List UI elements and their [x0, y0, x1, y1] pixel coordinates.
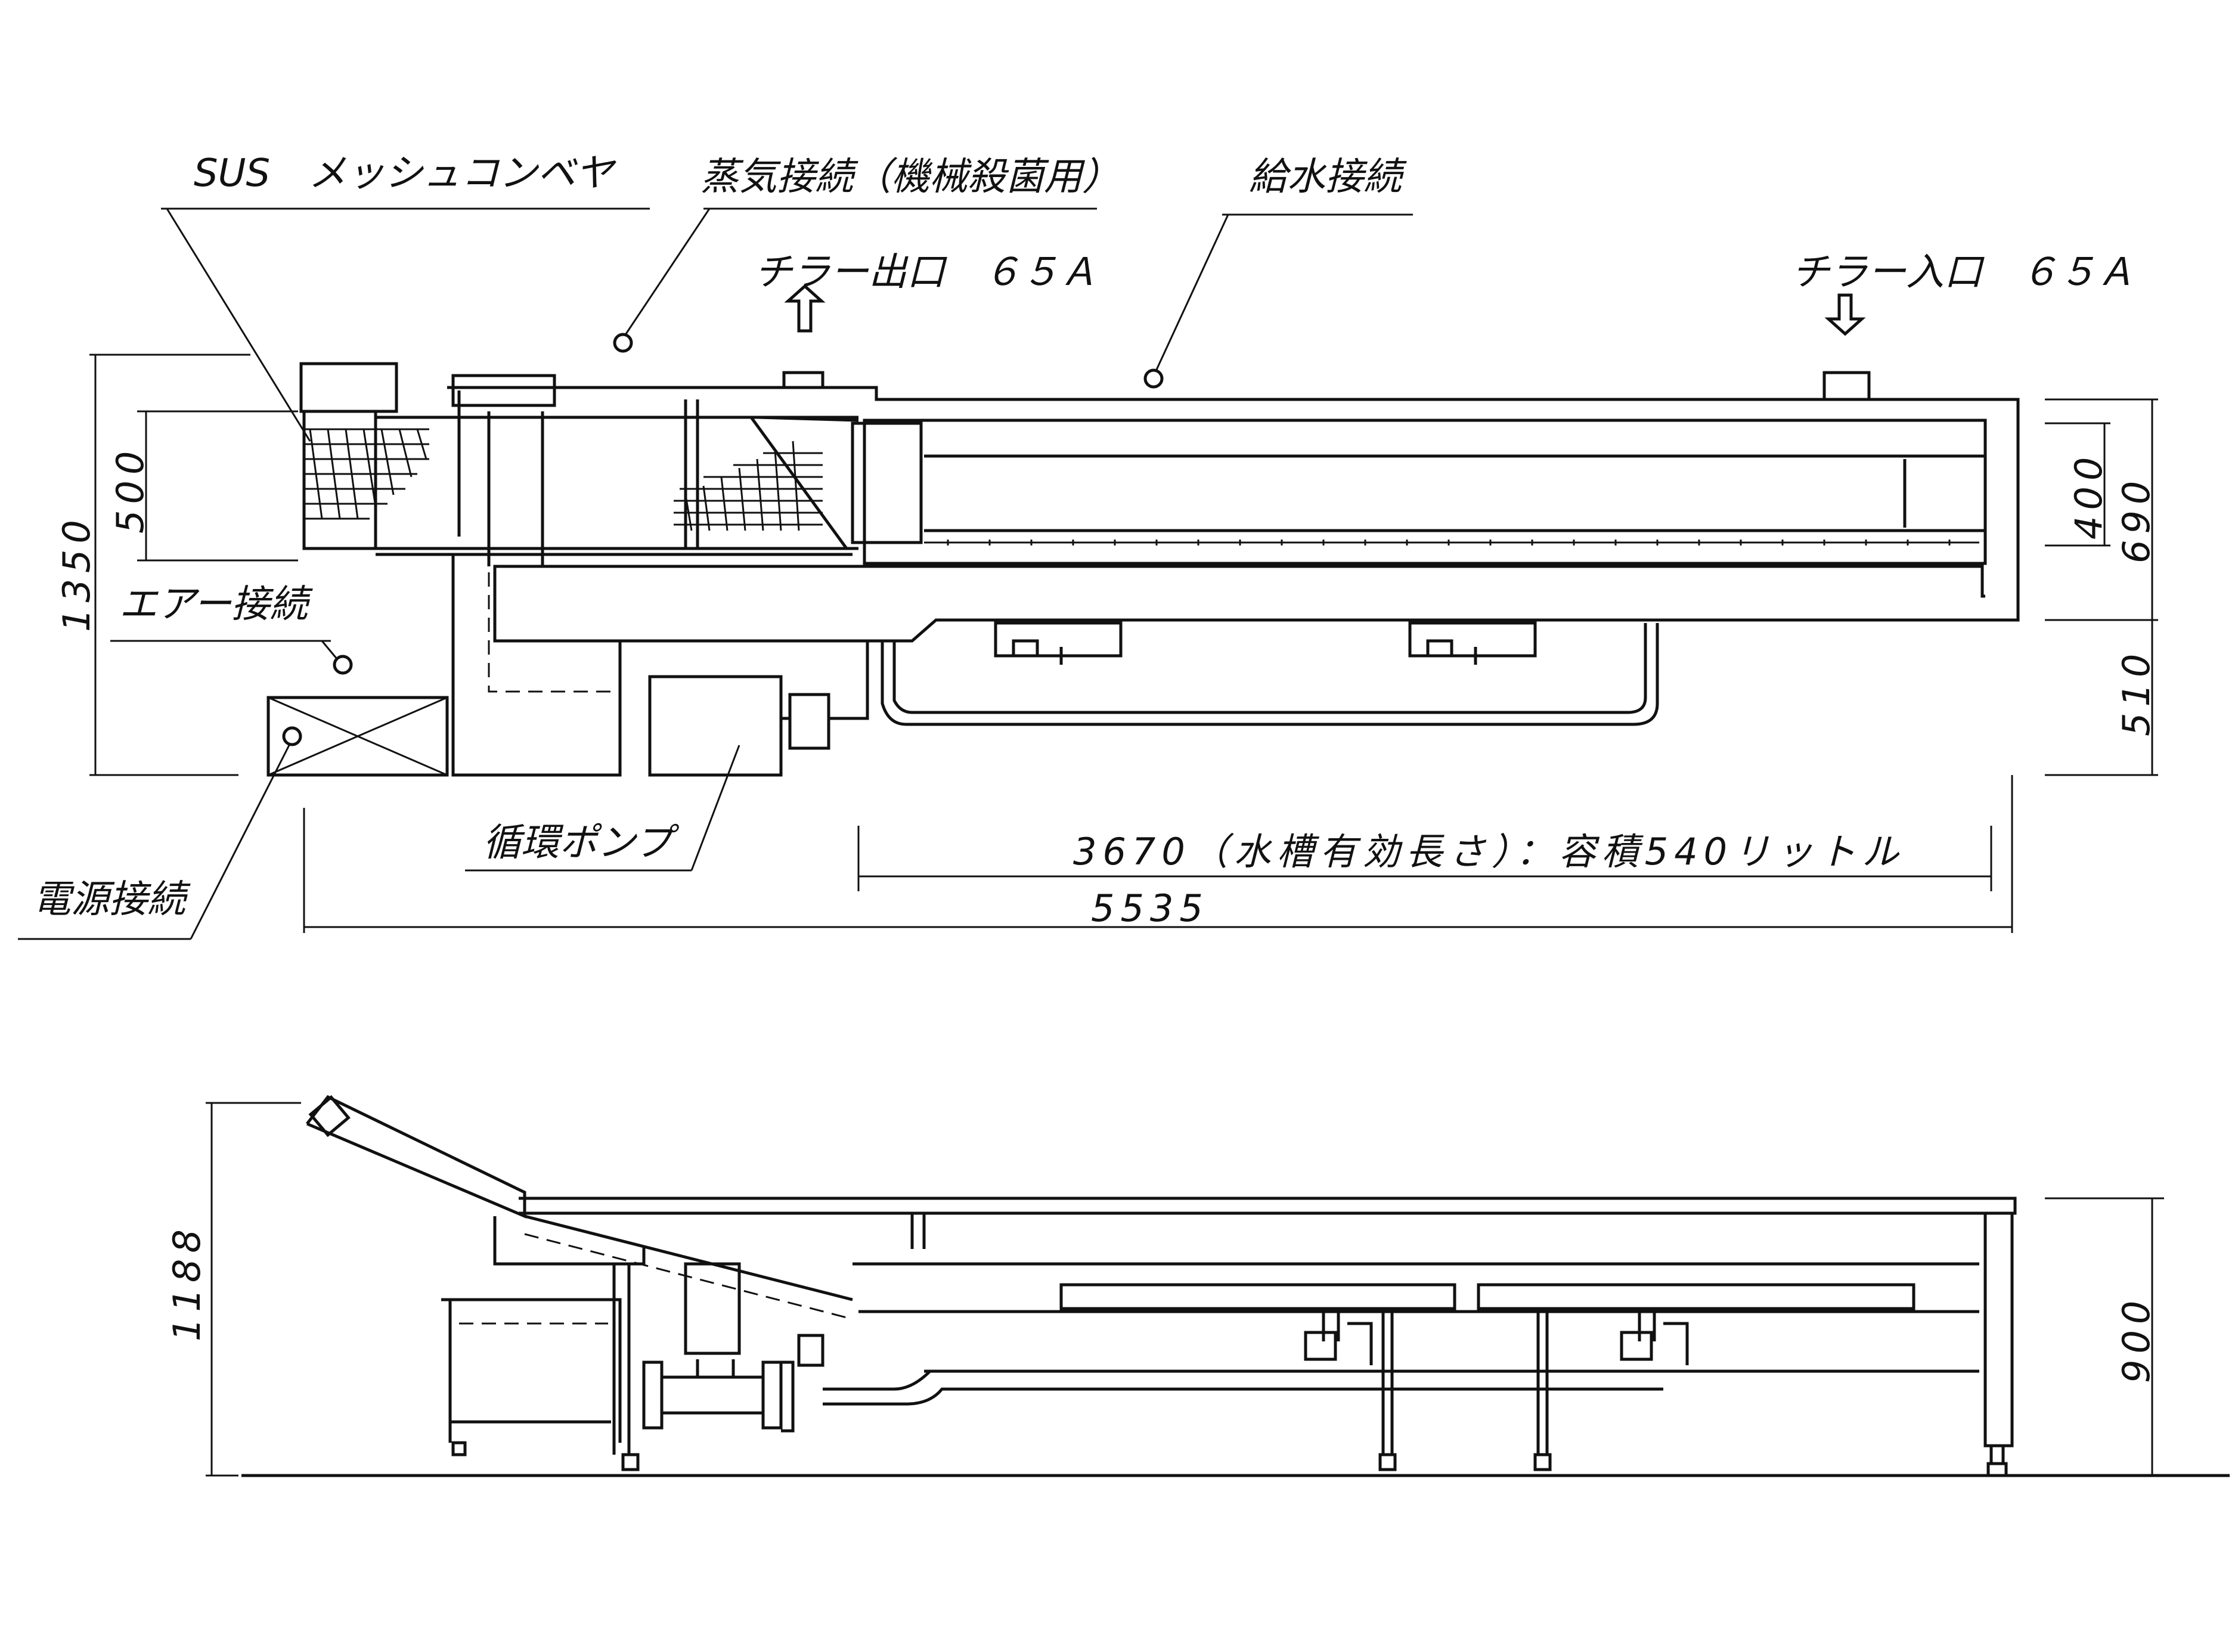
dim-bottom [303, 775, 2013, 933]
drive-unit [451, 374, 556, 407]
mesh-pattern [304, 428, 429, 520]
label-chiller-out: チラー出口 ６５Ａ [754, 250, 1098, 295]
chiller-out-nozzle [782, 371, 824, 389]
side-fitting-2 [1620, 1312, 1689, 1365]
dim-500: 500 [109, 410, 298, 562]
label-steam: 蒸気接続（機械殺菌用） [700, 155, 1120, 199]
nozzle-bar-1 [1059, 1283, 1456, 1310]
label-air: エアー接続 [119, 582, 313, 627]
circulation-pump [648, 675, 783, 777]
svg-text:1188: 1188 [165, 1223, 209, 1341]
label-pump: 循環ポンプ [483, 821, 680, 865]
label-conveyor: SUS メッシュコンベヤ [194, 151, 616, 196]
nozzle-fitting-1 [994, 621, 1123, 665]
water-connection-icon [1143, 368, 1164, 389]
nozzle-fitting-2 [1408, 621, 1537, 665]
pump-flange-left [642, 1360, 664, 1430]
svg-text:900: 900 [2115, 1295, 2158, 1383]
chiller-in-nozzle [1822, 371, 1871, 401]
svg-text:1350: 1350 [55, 514, 98, 632]
dim-400: 400 [2067, 451, 2110, 540]
pump-motor [684, 1262, 741, 1355]
chiller-out-arrow-icon [784, 284, 826, 333]
air-connection-icon [333, 655, 353, 675]
power-connection-icon [282, 726, 302, 746]
dim-900: 900 [2045, 1197, 2164, 1476]
motor-box [299, 362, 398, 413]
dim-total-length: 5535 [1091, 887, 1209, 930]
top-view: SUS メッシュコンベヤ 蒸気接続（機械殺菌用） 給水接続 チラー出口 ６５Ａ … [18, 151, 2158, 940]
steam-connection-icon [613, 333, 633, 353]
dim-1350: 1350 [55, 354, 250, 776]
outlet-box [851, 421, 923, 544]
side-view: 1188 900 [165, 1095, 2230, 1477]
pump-valve [788, 693, 830, 750]
dim-right: 400 690 510 [2045, 398, 2158, 776]
pump-valve-side [797, 1334, 824, 1367]
rail-ticks [947, 540, 1951, 545]
pump-flange-right [761, 1360, 783, 1430]
dim-690: 690 [2115, 475, 2158, 563]
label-chiller-in: チラー入口 ６５Ａ [1791, 250, 2135, 295]
control-box [266, 696, 449, 777]
conveyor-end [302, 410, 377, 550]
mesh-pattern-2 [674, 441, 823, 531]
side-fitting-1 [1304, 1312, 1373, 1365]
dim-tank-length: 3670（水槽有効長さ）：容積540リットル [1073, 830, 1905, 873]
nozzle-bar-2 [1477, 1283, 1915, 1310]
label-power: 電源接続 [33, 878, 191, 922]
svg-text:500: 500 [109, 445, 152, 534]
dim-510: 510 [2115, 648, 2158, 736]
chiller-in-arrow-icon [1824, 293, 1866, 336]
label-water-supply: 給水接続 [1249, 155, 1407, 199]
dim-1188: 1188 [165, 1102, 301, 1477]
